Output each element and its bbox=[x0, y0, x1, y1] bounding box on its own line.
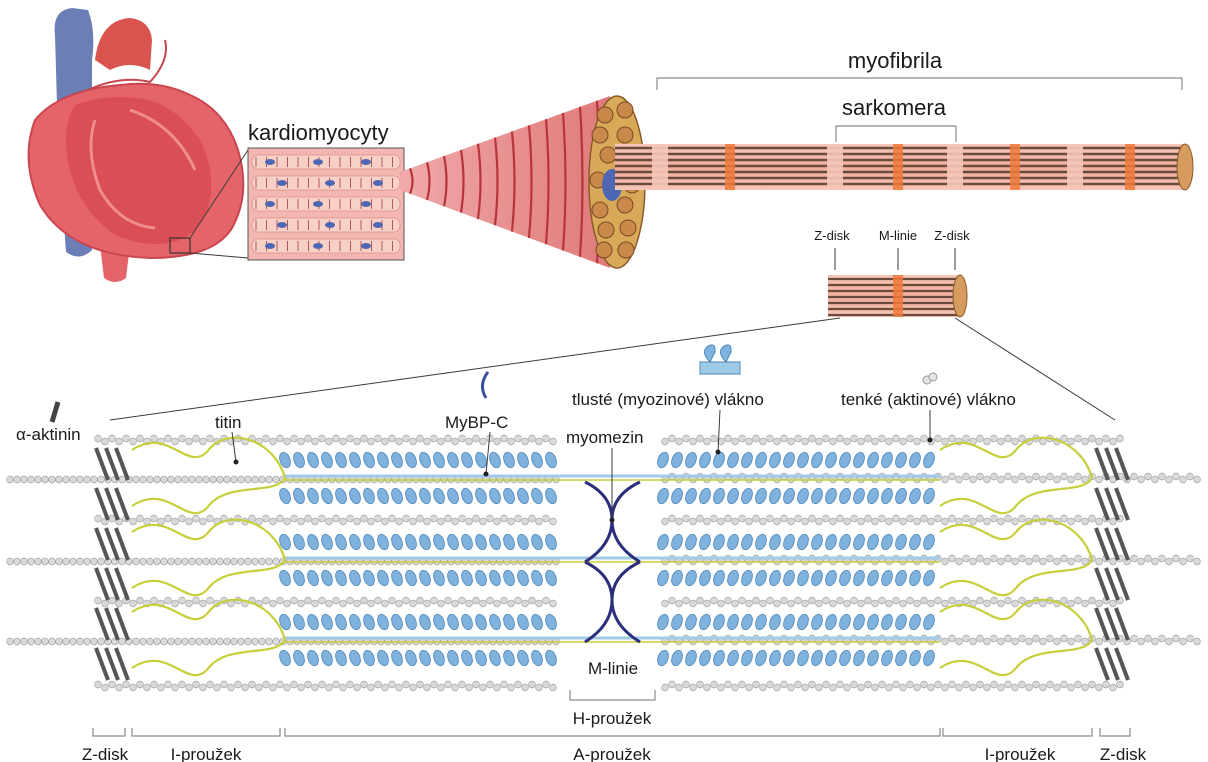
iband-right-bracket bbox=[943, 728, 1092, 736]
cardiomyocytes-label: kardiomyocyty bbox=[248, 120, 389, 145]
myofibril-bracket bbox=[657, 78, 1182, 90]
mline-bottom-label: M-linie bbox=[588, 659, 638, 678]
iband-left-label: I-proužek bbox=[171, 745, 242, 762]
zdisk-bottom-right-bracket bbox=[1100, 728, 1130, 736]
myosin-molecule-icon bbox=[700, 345, 740, 374]
thin-filament-label: tenké (aktinové) vlákno bbox=[841, 390, 1016, 409]
cardiomyocytes-panel bbox=[248, 148, 404, 260]
alpha-actinin-label: α-aktinin bbox=[16, 425, 81, 444]
sarcomere-label: sarkomera bbox=[842, 95, 947, 120]
mybpc-molecule-icon bbox=[482, 372, 488, 398]
hband-label: H-proužek bbox=[573, 709, 652, 728]
actin-molecule-icon bbox=[923, 373, 937, 384]
hband-bracket bbox=[570, 690, 655, 700]
zdisk-bottom-right-label: Z-disk bbox=[1100, 745, 1147, 762]
sarcomere-detail bbox=[7, 435, 1201, 691]
zdisk-top-left-label: Z-disk bbox=[814, 228, 850, 243]
myofibril bbox=[615, 144, 1193, 190]
titin-label: titin bbox=[215, 413, 241, 432]
aband-label: A-proužek bbox=[573, 745, 651, 762]
iband-left-bracket bbox=[132, 728, 280, 736]
myomesin-label: myomezin bbox=[566, 428, 643, 447]
aband-bracket bbox=[285, 728, 940, 736]
myofibril-label: myofibrila bbox=[848, 48, 943, 73]
heart-illustration bbox=[29, 8, 248, 282]
zdisk-bottom-left-label: Z-disk bbox=[82, 745, 129, 762]
single-sarcomere bbox=[828, 275, 967, 317]
myofibril-bundle-cone bbox=[400, 96, 645, 268]
alpha-actinin-molecule-icon bbox=[52, 402, 58, 422]
thick-filament-label: tlusté (myozinové) vlákno bbox=[572, 390, 764, 409]
sarcomere-bracket bbox=[836, 126, 956, 142]
mybpc-label: MyBP-C bbox=[445, 413, 508, 432]
zdisk-bottom-left-bracket bbox=[93, 728, 125, 736]
iband-right-label: I-proužek bbox=[985, 745, 1056, 762]
mline-top-label: M-linie bbox=[879, 228, 917, 243]
zdisk-top-right-label: Z-disk bbox=[934, 228, 970, 243]
